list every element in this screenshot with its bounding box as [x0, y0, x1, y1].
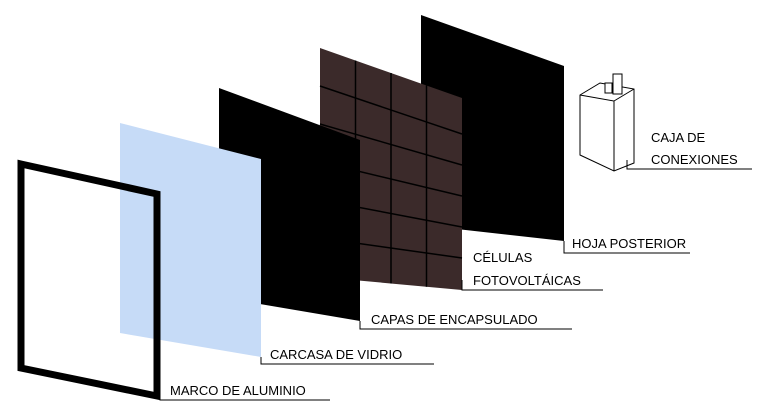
label-pv-cells-line1: CÉLULAS — [473, 250, 533, 265]
label-glass-cover: CARCASA DE VIDRIO — [270, 347, 402, 362]
label-junction-box-line2: CONEXIONES — [651, 152, 738, 167]
leader-lines — [159, 160, 752, 401]
label-junction-box-line1: CAJA DE — [651, 130, 706, 145]
aluminium-frame — [17, 159, 161, 401]
label-back-sheet: HOJA POSTERIOR — [572, 236, 686, 251]
label-aluminium-frame: MARCO DE ALUMINIO — [170, 383, 306, 398]
junction-box — [579, 73, 635, 172]
glass-cover-layer — [120, 123, 261, 357]
label-encapsulation: CAPAS DE ENCAPSULADO — [371, 312, 538, 327]
label-pv-cells-line2: FOTOVOLTÁICAS — [473, 273, 581, 288]
